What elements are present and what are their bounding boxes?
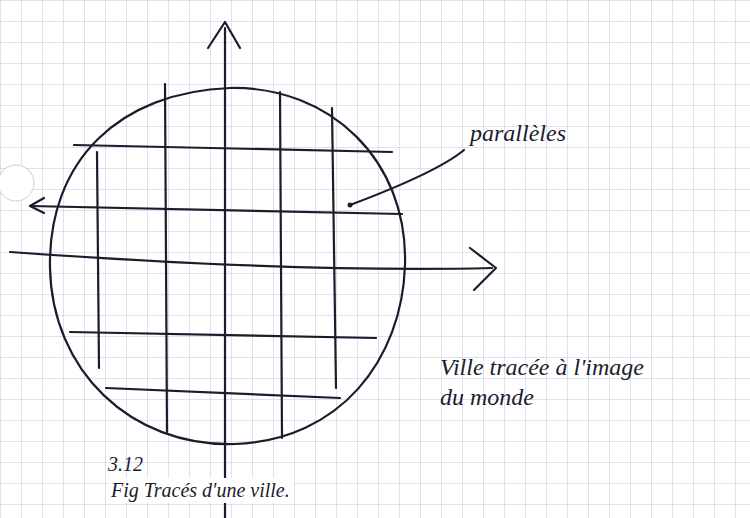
leader-dot	[348, 203, 353, 208]
city-outline	[50, 88, 405, 444]
punch-hole	[0, 165, 34, 201]
axis-line	[224, 28, 226, 518]
axis-line	[30, 206, 402, 214]
arrowhead	[30, 198, 44, 213]
arrowhead	[208, 22, 240, 48]
street	[106, 388, 340, 398]
axis-line	[10, 252, 492, 269]
figure-number: 3.12	[108, 452, 143, 477]
arrowhead	[470, 248, 496, 290]
note-text: Ville tracée à l'image du monde	[440, 352, 650, 412]
street	[97, 152, 99, 368]
street	[165, 84, 167, 432]
street	[70, 332, 376, 338]
callout-label: parallèles	[470, 118, 566, 148]
street	[74, 145, 392, 152]
street	[280, 92, 282, 438]
figure-caption: Fig Tracés d'une ville.	[108, 478, 293, 503]
leader-line	[350, 150, 464, 205]
